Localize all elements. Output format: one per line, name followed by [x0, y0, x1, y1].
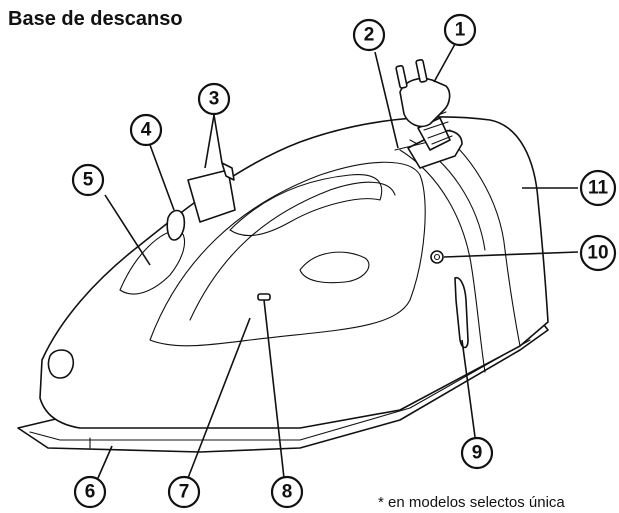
callout-3-label: 3	[209, 89, 220, 110]
iron-body	[39, 116, 549, 429]
callout-4-label: 4	[141, 120, 152, 141]
callout-9: 9	[460, 436, 494, 470]
self-clean-button	[430, 250, 444, 264]
callout-2-label: 2	[364, 25, 375, 46]
leader-lines	[97, 43, 579, 479]
footnote: * en modelos selectos única	[378, 494, 565, 511]
callout-1: 1	[443, 13, 477, 47]
callout-3: 3	[197, 82, 231, 116]
callout-6: 6	[73, 475, 107, 509]
callout-8: 8	[270, 475, 304, 509]
callout-7: 7	[167, 475, 201, 509]
spray-nozzle	[47, 349, 75, 379]
callout-2: 2	[352, 18, 386, 52]
callout-7-label: 7	[179, 482, 190, 503]
spray-button	[187, 169, 236, 223]
callout-5-label: 5	[83, 170, 94, 191]
callout-10: 10	[579, 234, 617, 272]
indicator-light	[454, 276, 469, 349]
callout-11-label: 11	[588, 178, 609, 199]
callout-10-label: 10	[587, 243, 608, 264]
water-fill-button	[257, 293, 271, 301]
iron-illustration	[17, 58, 549, 453]
steam-knob	[166, 209, 186, 241]
callout-8-label: 8	[282, 482, 293, 503]
callout-4: 4	[129, 113, 163, 147]
diagram-title: Base de descanso	[8, 8, 183, 30]
callout-1-label: 1	[455, 20, 466, 41]
callout-6-label: 6	[85, 482, 96, 503]
callout-11: 11	[579, 169, 617, 207]
callout-9-label: 9	[472, 443, 483, 464]
power-plug	[395, 58, 451, 128]
callout-5: 5	[71, 163, 105, 197]
